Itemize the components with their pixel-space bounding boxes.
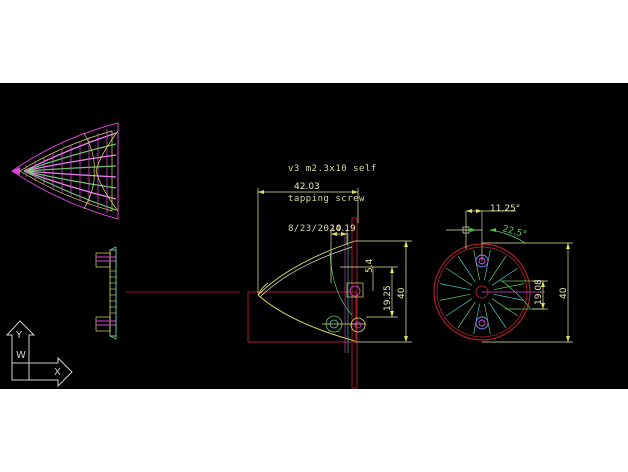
spoke-line: [491, 267, 518, 286]
dim-hole-spacing: 19.08: [534, 279, 544, 305]
cone-rib: [23, 170, 117, 200]
front-view: 11.25° 22.5° 19.08 40: [433, 204, 573, 343]
spoke-line: [493, 293, 525, 301]
drawing-svg[interactable]: 42.03 10.19 5.4 19.25 40: [0, 83, 628, 389]
spoke-line: [491, 298, 518, 317]
ucs-x-label: X: [54, 367, 61, 378]
spoke-line: [457, 256, 476, 283]
note-line-2: tapping screw: [288, 194, 365, 204]
cone-notch: [83, 132, 95, 210]
spoke-line: [473, 303, 481, 335]
dim-hole-center: 19.25: [383, 285, 393, 311]
note-line-1: v3 m2.3x10 self: [288, 164, 377, 174]
spoke-line: [483, 303, 491, 335]
dim-angle-large: 22.5°: [501, 224, 527, 240]
ucs-icon: Y W X: [5, 320, 73, 388]
cone-outline: [11, 122, 119, 220]
dim-overall-length: 42.03: [294, 182, 320, 192]
note-line-3: 8/23/2024: [288, 224, 342, 234]
cad-model-space[interactable]: 42.03 10.19 5.4 19.25 40: [0, 83, 628, 389]
dim-front-height: 40: [559, 287, 569, 299]
spoke-line: [483, 249, 491, 281]
edge-view: [95, 246, 117, 340]
cone-rib: [23, 170, 117, 211]
spoke-line: [439, 283, 471, 291]
spoke-line: [488, 301, 507, 328]
dim-angle-small: 11.25°: [490, 204, 520, 214]
cone-rib: [23, 170, 117, 189]
spoke-line: [446, 267, 473, 286]
dim-height: 40: [397, 287, 407, 299]
drawing-note: v3 m2.3x10 self tapping screw 8/23/2024: [288, 144, 377, 254]
cone-notch-2: [95, 130, 119, 212]
ucs-y-label: Y: [15, 330, 23, 341]
spoke-line: [488, 256, 507, 283]
side-view: 42.03 10.19 5.4 19.25 40: [126, 182, 412, 389]
spoke-line: [457, 301, 476, 328]
top-view-cone: [11, 122, 119, 220]
cone-outline-inner: [19, 130, 113, 212]
spoke-line: [473, 249, 481, 281]
cone-tip: [12, 167, 20, 175]
dim-tip-offset: 10.19: [330, 224, 356, 234]
spoke-line: [439, 293, 471, 301]
ucs-w-label: W: [16, 350, 26, 361]
dim-hole-offset: 5.4: [365, 258, 375, 273]
spoke-line: [446, 298, 473, 317]
